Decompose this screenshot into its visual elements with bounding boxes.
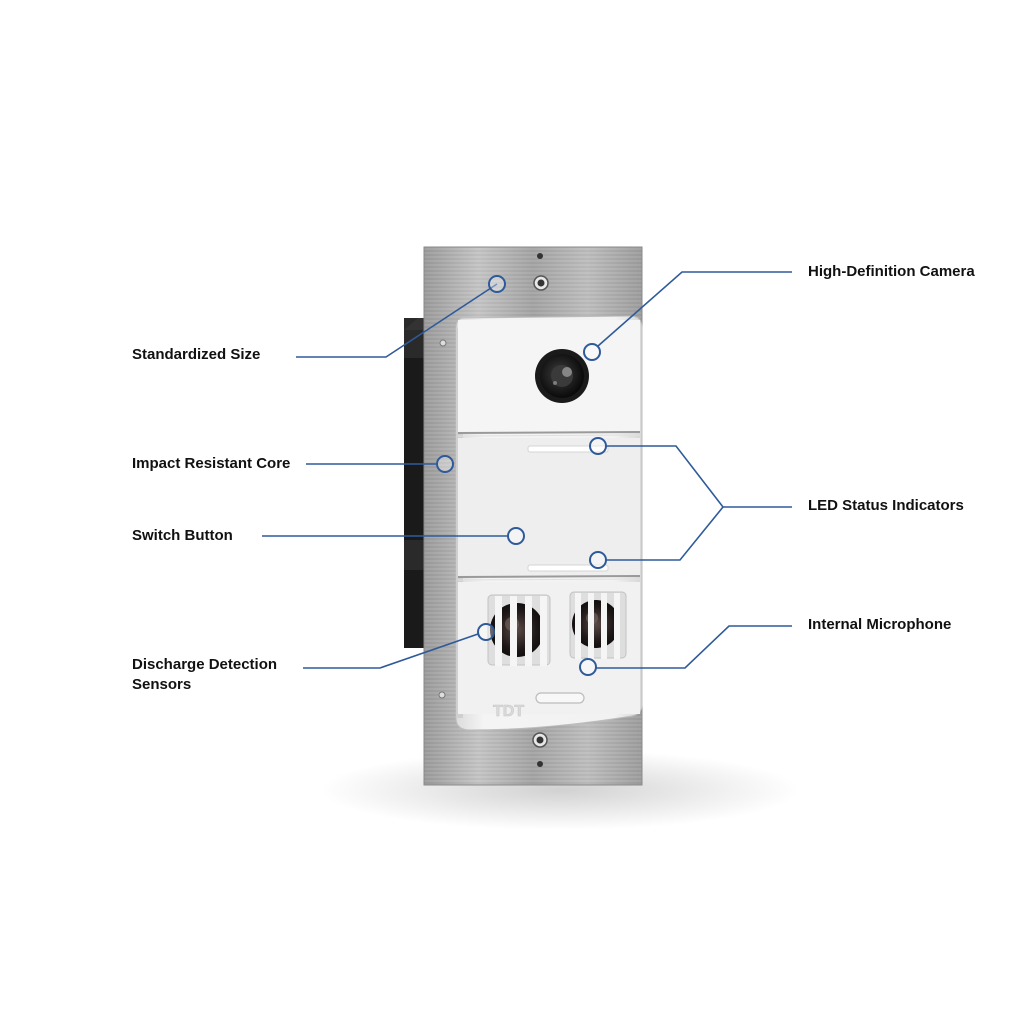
marker-microphone <box>579 658 597 676</box>
callout-line-discharge-sensors <box>303 633 479 669</box>
callout-line-standardized-size <box>296 283 498 358</box>
label-standardized-size: Standardized Size <box>132 346 261 363</box>
camera-lens <box>535 349 589 403</box>
callout-lines <box>262 271 792 669</box>
led-indicator-top <box>527 445 609 453</box>
callout-line-camera <box>597 271 792 347</box>
marker-impact-core <box>436 455 454 473</box>
label-discharge-detection-sensors: Discharge Detection Sensors <box>132 655 277 695</box>
bottom-screw-hole <box>537 761 543 767</box>
top-screw-hole <box>537 253 543 259</box>
microphone-slot <box>535 692 585 704</box>
callout-line-microphone <box>596 625 792 669</box>
marker-led-top <box>589 437 607 455</box>
marker-switch-button <box>507 527 525 545</box>
led-indicator-bottom <box>527 564 609 572</box>
marker-standardized-size <box>488 275 506 293</box>
callout-markers <box>436 275 607 676</box>
label-internal-microphone: Internal Microphone <box>808 616 952 633</box>
marker-camera <box>583 343 601 361</box>
device-body: TDT <box>455 315 643 731</box>
brand-logo: TDT <box>493 703 524 720</box>
label-impact-resistant-core: Impact Resistant Core <box>132 455 291 472</box>
marker-led-bottom <box>589 551 607 569</box>
discharge-sensor-left <box>487 594 551 666</box>
switch-button <box>458 438 640 576</box>
discharge-sensor-right <box>569 591 627 659</box>
label-discharge-line2: Sensors <box>132 676 192 693</box>
label-switch-button: Switch Button <box>132 527 233 544</box>
marker-discharge-sensors <box>477 623 495 641</box>
label-led-status-indicators: LED Status Indicators <box>808 497 964 514</box>
callout-line-led-bottom <box>606 506 724 561</box>
label-hd-camera: High-Definition Camera <box>808 263 975 280</box>
callout-line-led-top <box>606 445 724 508</box>
label-discharge-line1: Discharge Detection <box>132 656 278 673</box>
